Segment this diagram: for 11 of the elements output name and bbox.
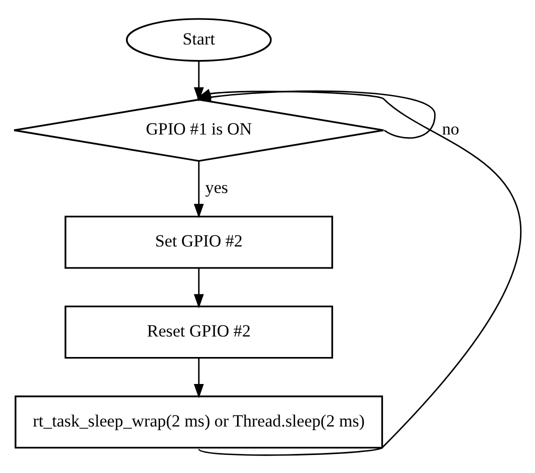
arrow xyxy=(194,160,204,218)
node-ellipse: Start xyxy=(126,18,272,62)
node-box: Reset GPIO #2 xyxy=(64,305,334,358)
arrow xyxy=(194,60,204,102)
arrow xyxy=(194,268,204,308)
edge-label: yes xyxy=(205,178,228,197)
arrow xyxy=(194,358,204,398)
node-box: Set GPIO #2 xyxy=(64,215,334,268)
node-diamond: GPIO #1 is ON xyxy=(13,98,384,162)
node-box: rt_task_sleep_wrap(2 ms) or Thread.sleep(2 ms) xyxy=(14,394,383,448)
edge-label: no xyxy=(442,119,460,138)
